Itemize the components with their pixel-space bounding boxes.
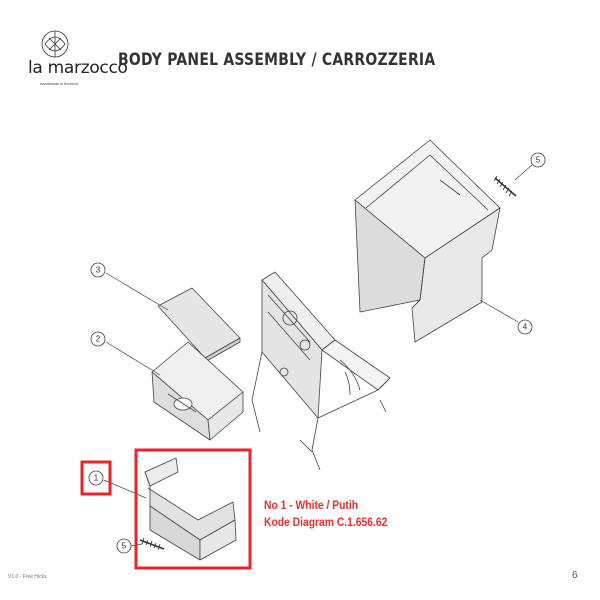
lion-logo-icon (41, 30, 69, 58)
svg-text:5: 5 (122, 542, 127, 551)
svg-text:5: 5 (536, 156, 541, 165)
highlight-box-callout-1 (80, 460, 112, 496)
svg-text:4: 4 (523, 323, 528, 332)
part-note-line-2: Kode Diagram C.1.656.62 (264, 515, 388, 529)
svg-text:2: 2 (96, 335, 101, 344)
callout-4: 4 (517, 319, 533, 335)
screw-part-5-top (493, 175, 517, 197)
part-note-line-1: No 1 - White / Putih (264, 498, 359, 512)
screw-part-5-bottom (139, 537, 165, 551)
brand-name: la marzocco (28, 58, 128, 78)
leader-lines (103, 164, 533, 547)
top-plate (157, 287, 241, 363)
side-housing-panel (354, 139, 501, 343)
footer-version: V1.0 - Free Hicks (8, 574, 47, 580)
part-note: No 1 - White / Putih Kode Diagram C.1.65… (264, 497, 387, 531)
front-panel (144, 457, 237, 561)
callout-2: 2 (90, 331, 106, 347)
highlight-box-front-panel (134, 448, 252, 570)
frame-chassis (251, 271, 391, 471)
callout-3: 3 (90, 262, 106, 278)
callout-5-bottom: 5 (116, 538, 132, 554)
svg-text:1: 1 (94, 474, 99, 483)
svg-text:3: 3 (96, 266, 101, 275)
page-title: BODY PANEL ASSEMBLY / CARROZZERIA (118, 50, 436, 70)
side-box-panel (151, 341, 244, 441)
brand-tagline: handmade in florence (40, 81, 79, 86)
page-number: 6 (572, 570, 578, 581)
callout-5-top: 5 (530, 152, 546, 168)
callout-1: 1 (88, 470, 104, 486)
